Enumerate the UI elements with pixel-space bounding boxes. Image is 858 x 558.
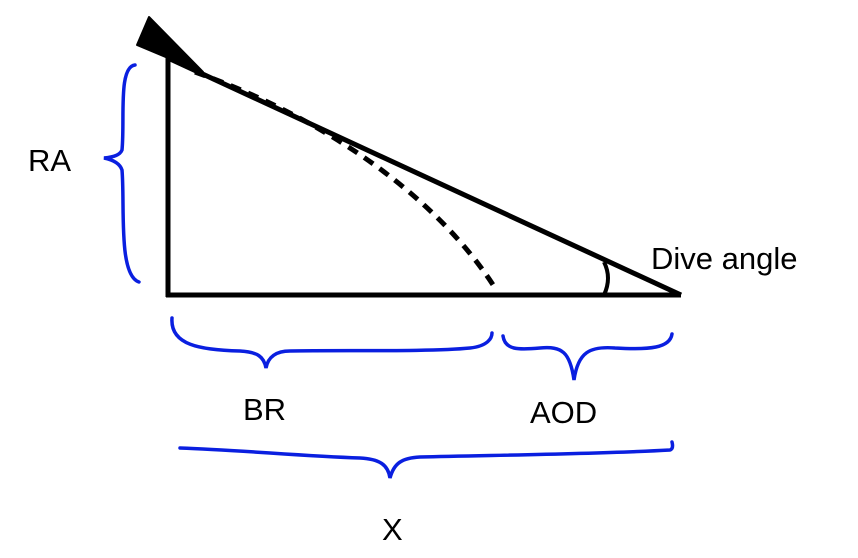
dive-angle-label: Dive angle bbox=[651, 241, 797, 276]
x-brace bbox=[178, 440, 675, 479]
dive-path-line bbox=[166, 55, 683, 298]
dive-angle-arc bbox=[602, 261, 610, 296]
x-label: X bbox=[382, 512, 403, 547]
br-brace bbox=[170, 316, 494, 369]
trajectory-curve bbox=[194, 69, 500, 293]
ra-brace bbox=[103, 63, 141, 284]
br-label: BR bbox=[243, 392, 286, 427]
ra-label: RA bbox=[28, 143, 71, 178]
aod-brace bbox=[501, 332, 674, 381]
aod-label: AOD bbox=[530, 395, 597, 430]
